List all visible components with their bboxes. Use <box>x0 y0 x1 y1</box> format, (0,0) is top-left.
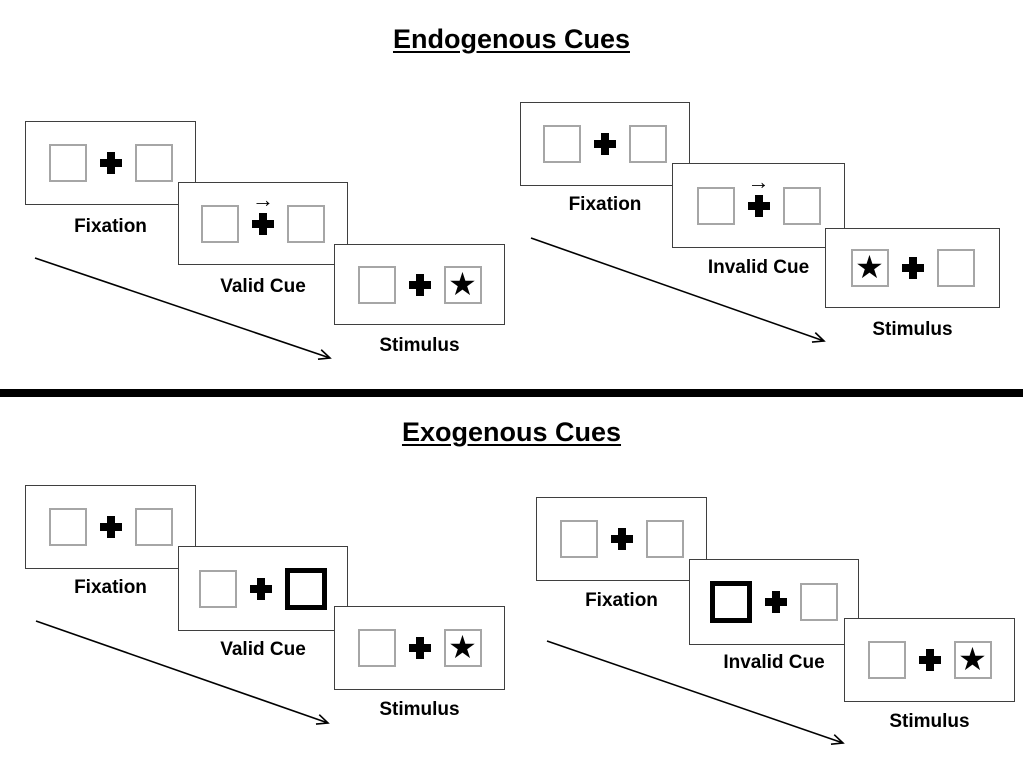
fixation-cross-stack <box>918 649 941 671</box>
right-arrow-cue-icon: → <box>747 168 770 194</box>
left-location-box <box>559 520 598 558</box>
panel-label-valid-cue: Valid Cue <box>220 639 306 660</box>
fixation-cross-stack <box>99 152 122 174</box>
right-location-box <box>936 249 975 287</box>
fixation-cross-icon <box>610 528 633 550</box>
fixation-cross-stack <box>594 133 616 155</box>
endogenous-invalid-stimulus-panel: ★ <box>825 228 1000 308</box>
star-icon: ★ <box>855 249 884 285</box>
fixation-cross-stack: → <box>747 170 770 217</box>
fixation-cross-stack <box>765 591 787 613</box>
section-divider-line <box>0 389 1023 397</box>
exogenous-valid-stimulus-panel: ★ <box>334 606 505 690</box>
endogenous-section-title: Endogenous Cues <box>392 24 630 54</box>
panel-label-invalid-cue: Invalid Cue <box>723 652 825 673</box>
right-location-box <box>645 520 684 558</box>
exogenous-section-title: Exogenous Cues <box>401 417 622 447</box>
endogenous-valid-fixation-panel <box>25 121 196 205</box>
endogenous-valid-stimulus-panel: ★ <box>334 244 505 325</box>
fixation-cross-stack <box>408 273 431 296</box>
panel-label-stimulus: Stimulus <box>889 711 970 732</box>
fixation-cross-stack <box>99 516 122 538</box>
left-location-box <box>199 569 237 608</box>
brightened-cue-box <box>710 581 752 623</box>
left-location-box <box>201 204 239 243</box>
panel-label-invalid-cue: Invalid Cue <box>707 257 810 278</box>
fixation-cross-icon <box>250 577 272 600</box>
right-arrow-cue-icon: → <box>252 186 274 212</box>
left-location-box <box>357 265 396 304</box>
panel-label-fixation: Fixation <box>74 216 147 237</box>
star-stimulus-box: ★ <box>953 641 992 679</box>
time-arrow-endogenous-valid <box>34 257 332 360</box>
fixation-cross-stack <box>250 577 272 600</box>
endogenous-valid-cue-panel: → <box>178 182 348 265</box>
left-location-box <box>357 629 396 667</box>
panel-label-valid-cue: Valid Cue <box>220 276 306 297</box>
left-location-box <box>48 508 87 546</box>
fixation-cross-icon <box>99 516 122 538</box>
fixation-cross-icon <box>765 591 787 613</box>
left-location-box <box>543 125 581 163</box>
fixation-cross-stack <box>901 257 924 279</box>
panel-label-stimulus: Stimulus <box>379 335 460 356</box>
fixation-cross-icon <box>594 133 616 155</box>
star-icon: ★ <box>958 641 987 677</box>
fixation-cross-icon <box>918 649 941 671</box>
endogenous-invalid-fixation-panel <box>520 102 690 186</box>
fixation-cross-icon <box>747 194 770 217</box>
star-stimulus-box: ★ <box>850 249 889 287</box>
left-location-box <box>48 144 87 182</box>
exogenous-invalid-cue-panel <box>689 559 859 645</box>
exogenous-invalid-stimulus-panel: ★ <box>844 618 1015 702</box>
right-location-box <box>134 508 173 546</box>
fixation-cross-icon <box>408 637 431 659</box>
star-icon: ★ <box>448 265 477 302</box>
panel-label-fixation: Fixation <box>585 590 658 611</box>
brightened-cue-box <box>285 567 327 610</box>
fixation-cross-stack <box>610 528 633 550</box>
panel-label-stimulus: Stimulus <box>379 699 460 720</box>
endogenous-invalid-cue-panel: → <box>672 163 845 248</box>
fixation-cross-icon <box>408 273 431 296</box>
panel-label-stimulus: Stimulus <box>872 319 953 340</box>
fixation-cross-stack: → <box>252 188 274 235</box>
right-location-box <box>629 125 667 163</box>
left-location-box <box>867 641 906 679</box>
panel-label-fixation: Fixation <box>568 194 642 215</box>
exogenous-valid-cue-panel <box>178 546 348 631</box>
left-location-box <box>696 186 735 225</box>
star-stimulus-box: ★ <box>443 629 482 667</box>
star-stimulus-box: ★ <box>443 265 482 304</box>
fixation-cross-icon <box>901 257 924 279</box>
right-location-box <box>800 583 838 621</box>
right-location-box <box>287 204 325 243</box>
fixation-cross-stack <box>408 637 431 659</box>
exogenous-valid-fixation-panel <box>25 485 196 569</box>
star-icon: ★ <box>448 629 477 665</box>
right-location-box <box>134 144 173 182</box>
time-arrow-endogenous-invalid <box>530 237 826 343</box>
time-arrow-exogenous-valid <box>35 620 330 725</box>
right-location-box <box>782 186 821 225</box>
fixation-cross-icon <box>99 152 122 174</box>
panel-label-fixation: Fixation <box>74 577 147 598</box>
exogenous-invalid-fixation-panel <box>536 497 707 581</box>
fixation-cross-icon <box>252 212 274 235</box>
